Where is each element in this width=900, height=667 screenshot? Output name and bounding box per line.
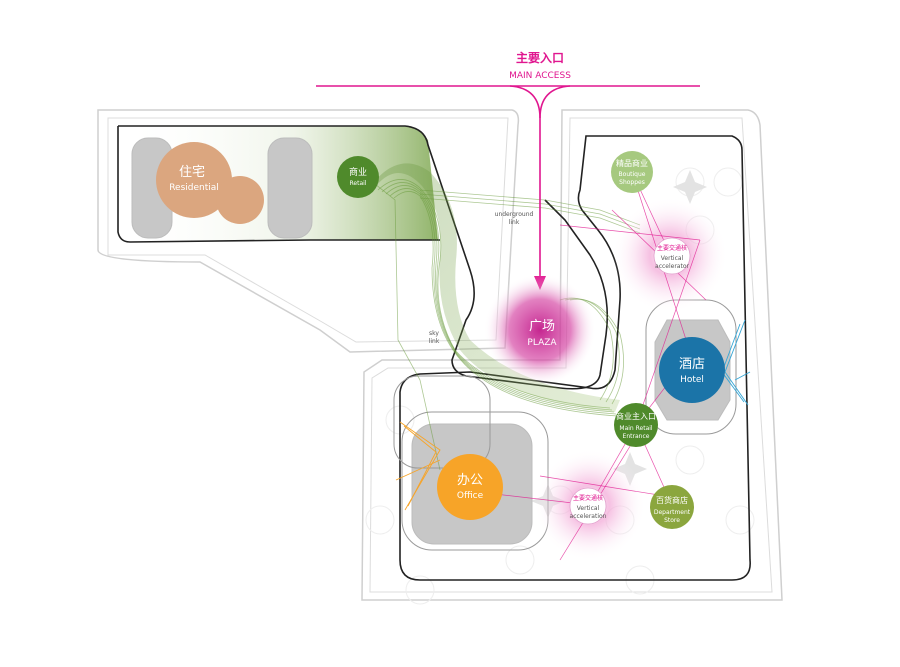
boutique-cn: 精品商业 [616, 158, 648, 168]
orange-accent-lines [395, 421, 441, 511]
office-circle [437, 454, 503, 520]
main-retail-circle [614, 403, 658, 447]
sky-link-label: sky [429, 330, 439, 337]
main-access-arrow [316, 85, 700, 278]
main-retail-en-1: Main Retail [619, 425, 653, 432]
office-en: Office [457, 491, 484, 501]
office-cn: 办公 [457, 473, 483, 488]
residential-cn: 住宅 [179, 165, 205, 180]
retail-cn: 商业 [349, 166, 367, 178]
residential-circle [156, 142, 232, 218]
plaza-glow [484, 274, 596, 386]
vertical-accelerator-1-cn: 主要交通核 [657, 244, 687, 252]
retail-circle [337, 156, 379, 198]
residential-en: Residential [169, 183, 219, 193]
sky-link-label-2: link [429, 338, 440, 345]
department-en-2: Store [664, 517, 680, 524]
vertical-accelerator-1-en-2: accelerator [655, 263, 689, 270]
vertical-accelerator-2-circle [569, 487, 607, 525]
hotel-en: Hotel [680, 375, 704, 385]
hotel-cn: 酒店 [679, 357, 705, 372]
main-access-en: MAIN ACCESS [509, 71, 571, 81]
plaza-en: PLAZA [527, 338, 557, 348]
underground-link-label: underground [495, 211, 534, 218]
hotel-circle [659, 337, 725, 403]
residential-circle-small [216, 176, 264, 224]
retail-en: Retail [350, 180, 367, 187]
vertical-accelerator-2-en-2: acceleration [570, 513, 607, 520]
boutique-en-1: Boutique [619, 171, 646, 178]
underground-link-label-2: link [509, 219, 520, 226]
main-retail-en-2: Entrance [623, 433, 650, 440]
vertical-accelerator-2-en-1: Vertical [577, 505, 600, 512]
vertical-accelerator-1-circle [653, 237, 691, 275]
plaza-cn: 广场 [529, 319, 555, 334]
department-circle [650, 485, 694, 529]
main-access-cn: 主要入口 [516, 50, 564, 65]
department-en-1: Department [654, 509, 691, 516]
main-retail-cn: 商业主入口 [616, 411, 656, 421]
department-cn: 百货商店 [656, 495, 688, 505]
boutique-circle [611, 151, 653, 193]
vertical-accelerator-2-cn: 主要交通核 [573, 494, 603, 502]
vertical-accelerator-1-en-1: Vertical [661, 255, 684, 262]
boutique-en-2: Shoppes [619, 179, 645, 186]
